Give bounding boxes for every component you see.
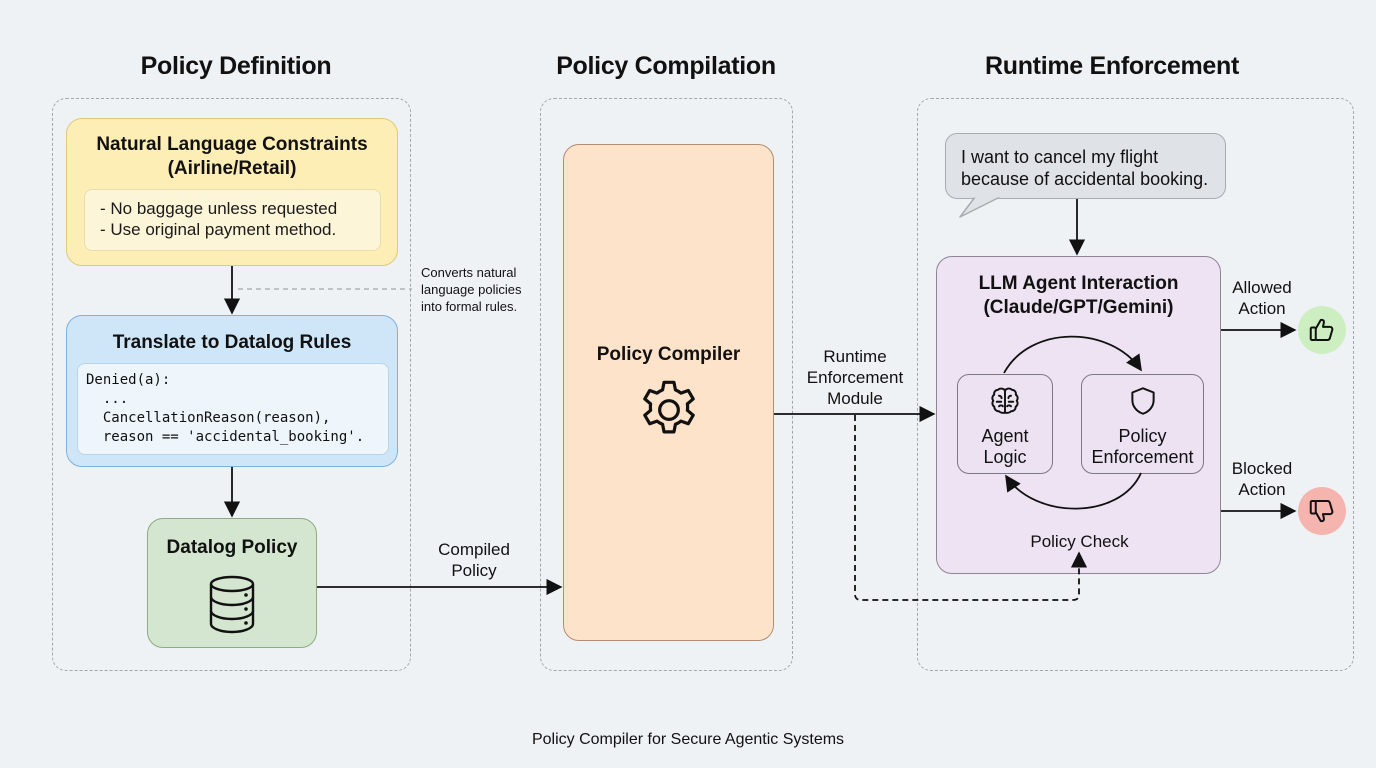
nl-box-title: Natural Language Constraints <box>96 134 368 155</box>
thumbs-down-icon <box>1309 500 1334 523</box>
datalog-policy-title: Datalog Policy <box>166 537 298 558</box>
compiled-policy-label: Compiled Policy <box>438 540 510 580</box>
brain-icon <box>991 387 1019 414</box>
policy-compiler-title: Policy Compiler <box>596 344 741 365</box>
agent-logic-box[interactable]: Agent Logic <box>957 374 1053 474</box>
database-icon <box>209 575 255 634</box>
agent-logic-label: Agent Logic <box>981 426 1029 467</box>
translate-datalog-box[interactable]: Translate to Datalog Rules Denied(a): ..… <box>66 315 398 467</box>
user-message-bubble: I want to cancel my flight because of ac… <box>945 133 1226 199</box>
policy-enforcement-label: Policy Enforcement <box>1091 426 1194 467</box>
nl-constraint-item: - No baggage unless requested <box>100 199 338 218</box>
natural-language-constraints-box[interactable]: Natural Language Constraints (Airline/Re… <box>66 118 398 266</box>
policy-compilation-group <box>540 98 793 671</box>
llm-box-subtitle: (Claude/GPT/Gemini) <box>983 297 1174 318</box>
runtime-enforcement-group <box>917 98 1354 671</box>
figure-caption: Policy Compiler for Secure Agentic Syste… <box>531 731 845 748</box>
section-title-runtime-enforcement: Runtime Enforcement <box>984 52 1240 80</box>
section-title-policy-compilation: Policy Compilation <box>556 52 776 80</box>
policy-enforcement-box[interactable]: Policy Enforcement <box>1081 374 1204 474</box>
nl-box-subtitle: (Airline/Retail) <box>167 158 297 179</box>
section-title-policy-definition: Policy Definition <box>140 52 332 80</box>
runtime-enforcement-module-label: Runtime Enforcement Module <box>806 347 904 408</box>
user-message-text: I want to cancel my flight because of ac… <box>961 147 1209 189</box>
nl-constraint-item: - Use original payment method. <box>100 220 337 239</box>
translate-box-title: Translate to Datalog Rules <box>112 332 352 353</box>
llm-box-title: LLM Agent Interaction <box>978 273 1179 294</box>
llm-agent-interaction-box[interactable]: LLM Agent Interaction (Claude/GPT/Gemini… <box>936 256 1221 574</box>
allowed-action-badge <box>1298 306 1346 354</box>
conversion-note: Converts natural language policies into … <box>421 265 522 314</box>
thumbs-up-icon <box>1309 318 1334 341</box>
datalog-code: Denied(a): ... CancellationReason(reason… <box>77 363 389 455</box>
gear-icon <box>643 380 695 434</box>
policy-definition-group <box>52 98 411 671</box>
shield-icon <box>1130 387 1155 415</box>
policy-check-label: Policy Check <box>1030 532 1129 551</box>
policy-compiler-box[interactable]: Policy Compiler <box>563 144 774 641</box>
nl-constraints-list: - No baggage unless requested - Use orig… <box>84 189 381 251</box>
datalog-policy-box[interactable]: Datalog Policy <box>147 518 317 648</box>
blocked-action-label: Blocked Action <box>1231 459 1293 499</box>
blocked-action-badge <box>1298 487 1346 535</box>
allowed-action-label: Allowed Action <box>1232 278 1292 318</box>
